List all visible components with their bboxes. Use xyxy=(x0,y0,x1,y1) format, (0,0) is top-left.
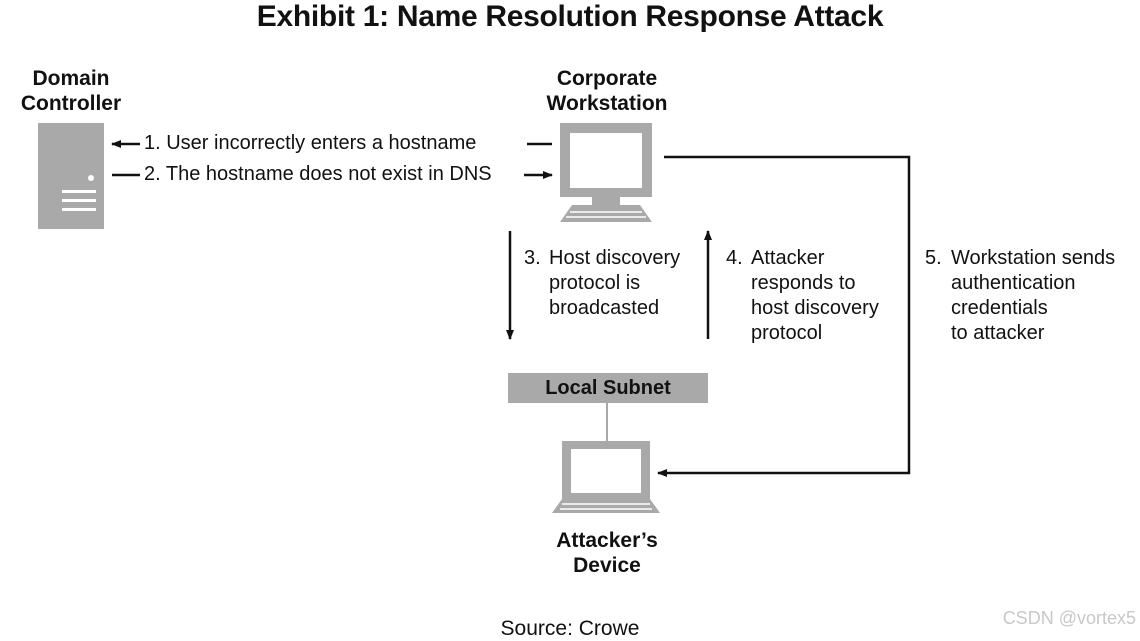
step4-line: responds to xyxy=(751,272,856,294)
workstation-label-line2: Workstation xyxy=(546,92,668,115)
step3-number: 3. xyxy=(524,247,541,269)
step4-line: Attacker xyxy=(751,247,825,269)
laptop-icon xyxy=(552,441,660,513)
attacker-device-label: Attacker’s Device xyxy=(537,528,677,578)
step1-label: 1. User incorrectly enters a hostname xyxy=(144,132,477,154)
step5-line: authentication xyxy=(951,272,1076,294)
diagram-title: Exhibit 1: Name Resolution Response Atta… xyxy=(256,0,884,33)
step4-number: 4. xyxy=(726,247,743,269)
source-caption: Source: Crowe xyxy=(500,617,640,640)
domain-controller-label-line2: Controller xyxy=(20,92,122,115)
step5-label: 5. Workstation sends authentication cred… xyxy=(925,246,1115,346)
step5-line: to attacker xyxy=(951,322,1045,344)
workstation-label-line1: Corporate xyxy=(556,67,658,90)
domain-controller-label-line1: Domain xyxy=(32,67,110,90)
step5-line: Workstation sends xyxy=(951,247,1116,269)
step3-line: Host discovery xyxy=(549,247,681,269)
step2-label: 2. The hostname does not exist in DNS xyxy=(144,163,492,185)
step5-line: credentials xyxy=(951,297,1048,319)
local-subnet-box: Local Subnet xyxy=(508,373,708,403)
step4-label: 4. Attacker responds to host discovery p… xyxy=(726,246,879,346)
step4-line: host discovery xyxy=(751,297,879,319)
step3-label: 3. Host discovery protocol is broadcaste… xyxy=(524,246,680,321)
domain-controller-label: Domain Controller xyxy=(10,66,132,116)
step5-arrow xyxy=(657,155,911,477)
server-icon xyxy=(38,123,104,229)
workstation-label: Corporate Workstation xyxy=(537,66,677,116)
step3-line: broadcasted xyxy=(549,297,660,319)
watermark: CSDN @vortex5 xyxy=(1002,608,1136,628)
step4-line: protocol xyxy=(751,322,823,344)
step3-line: protocol is xyxy=(549,272,641,294)
desktop-computer-icon xyxy=(560,123,652,222)
step5-number: 5. xyxy=(925,247,942,269)
attacker-device-label-line2: Device xyxy=(573,554,641,577)
attacker-device-label-line1: Attacker’s xyxy=(556,529,658,552)
